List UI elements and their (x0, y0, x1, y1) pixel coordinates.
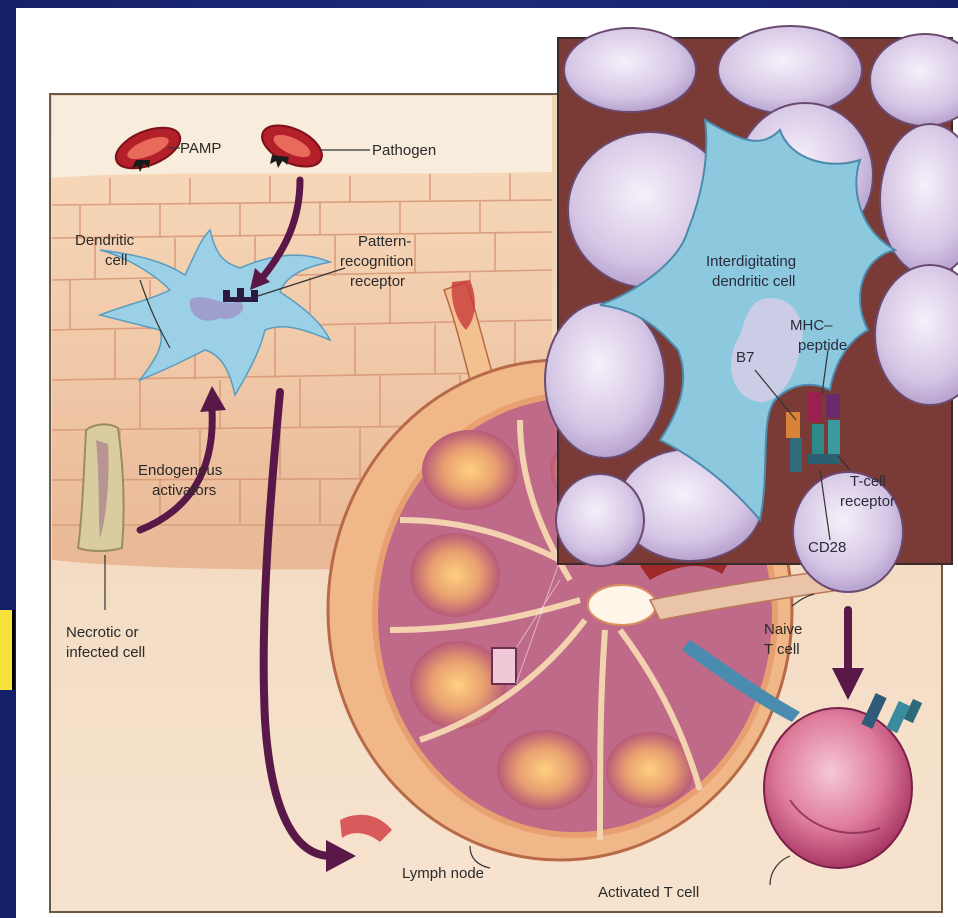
label-naive-line2: T cell (764, 641, 800, 658)
label-necrotic-line1: Necrotic or (66, 624, 139, 641)
label-activated-t-cell: Activated T cell (598, 884, 699, 901)
label-dendritic-cell-line1: Dendritic (75, 232, 135, 249)
label-b7: B7 (736, 349, 754, 366)
label-cd28: CD28 (808, 539, 846, 556)
label-interdigitating-line2: dendritic cell (712, 273, 795, 290)
pattern-recognition-receptor-icon (223, 288, 258, 302)
label-endogenous-line1: Endogenous (138, 462, 222, 479)
inset-panel (545, 26, 958, 592)
label-interdigitating-line1: Interdigitating (706, 253, 796, 270)
label-naive-line1: Naive (764, 621, 802, 638)
label-pamp: PAMP (180, 140, 221, 157)
label-necrotic-line2: infected cell (66, 644, 145, 661)
label-lymph-node: Lymph node (402, 865, 484, 882)
label-prr-line1: Pattern- (358, 233, 411, 250)
label-endogenous-line2: activators (152, 482, 216, 499)
label-tcr-line2: receptor (840, 493, 895, 510)
label-dendritic-cell-line2: cell (105, 252, 128, 269)
label-prr-line2: recognition (340, 253, 413, 270)
label-mhc-line1: MHC– (790, 317, 833, 334)
zoom-region-marker (492, 648, 516, 684)
label-pathogen: Pathogen (372, 142, 436, 159)
label-prr-line3: receptor (350, 273, 405, 290)
label-mhc-line2: peptide (798, 337, 847, 354)
label-tcr-line1: T-cell (850, 473, 886, 490)
